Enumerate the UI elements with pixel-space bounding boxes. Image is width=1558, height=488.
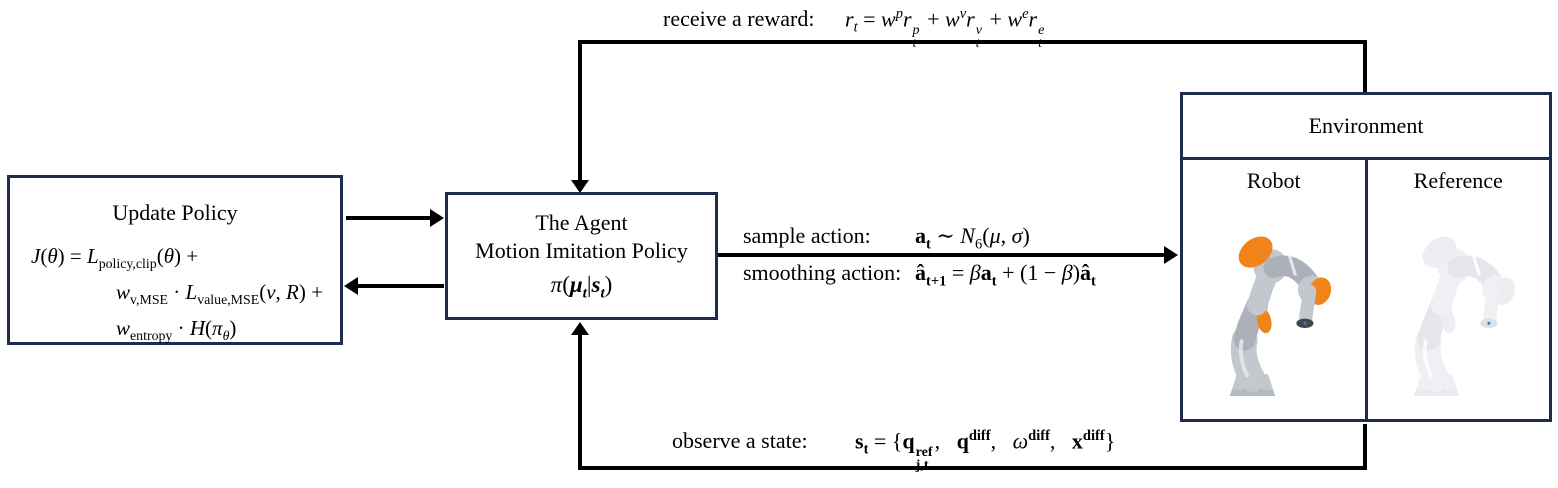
reward-label: receive a reward: [663, 6, 815, 32]
agent-line1: The Agent [535, 209, 628, 235]
reward-arrow-hline [578, 40, 1367, 44]
update-policy-box: Update Policy J(θ) = Lpolicy,clip(θ) + w… [7, 175, 343, 345]
reference-cell: Reference [1364, 160, 1550, 419]
sample-action-row: sample action: at ∼ N6(μ, σ) [743, 222, 1030, 254]
update-policy-eq-line2: wv,MSE · Lvalue,MSE(v, R) + [116, 280, 323, 308]
robot-label: Robot [1246, 168, 1301, 193]
environment-title: Environment [1183, 95, 1549, 160]
reward-arrow-vline-left [578, 40, 582, 181]
sample-action-label: sample action: [743, 223, 871, 248]
environment-box: Environment Robot [1180, 92, 1552, 422]
robot-cell: Robot [1183, 160, 1365, 419]
observe-arrow-vline-right [1363, 424, 1367, 470]
observe-state-label: observe a state: [672, 428, 808, 454]
reward-arrowhead-icon [571, 180, 589, 193]
update-policy-title: Update Policy [112, 200, 238, 225]
smoothing-action-row: smoothing action: ât+1 = βat + (1 − β)ât [743, 259, 1096, 291]
smoothing-action-formula: ât+1 = βat + (1 − β)ât [915, 260, 1096, 290]
sample-action-formula: at ∼ N6(μ, σ) [915, 223, 1030, 253]
update-policy-eq-line1: J(θ) = Lpolicy,clip(θ) + [31, 244, 199, 272]
update-policy-equation: J(θ) = Lpolicy,clip(θ) + wv,MSE · Lvalue… [31, 242, 323, 351]
agent-formula: π(μt|st) [550, 272, 613, 302]
update-policy-eq-line3: wentropy · H(πθ) [116, 316, 237, 344]
reward-arrow-vline-right [1363, 42, 1367, 94]
agent-box: The Agent Motion Imitation Policy π(μt|s… [445, 192, 718, 320]
observe-arrowhead-icon [571, 322, 589, 335]
action-arrow-line [718, 253, 1166, 257]
action-arrowhead-icon [1164, 246, 1178, 264]
kuka-robot-arm-image [1201, 202, 1346, 407]
policy-to-agent-arrow-line [346, 216, 431, 220]
smoothing-action-label: smoothing action: [743, 260, 902, 285]
agent-box-content: The Agent Motion Imitation Policy π(μt|s… [448, 195, 715, 317]
observe-arrow-vline-left [578, 334, 582, 468]
agent-to-policy-arrowhead-icon [344, 277, 358, 295]
policy-to-agent-arrowhead-icon [430, 209, 444, 227]
observe-arrow-hline [578, 466, 1367, 470]
kuka-robot-arm-ghost-image [1386, 202, 1531, 407]
agent-to-policy-arrow-line [357, 284, 444, 288]
agent-line2: Motion Imitation Policy [475, 237, 688, 263]
environment-cells: Robot [1183, 160, 1549, 419]
reference-label: Reference [1413, 168, 1503, 193]
